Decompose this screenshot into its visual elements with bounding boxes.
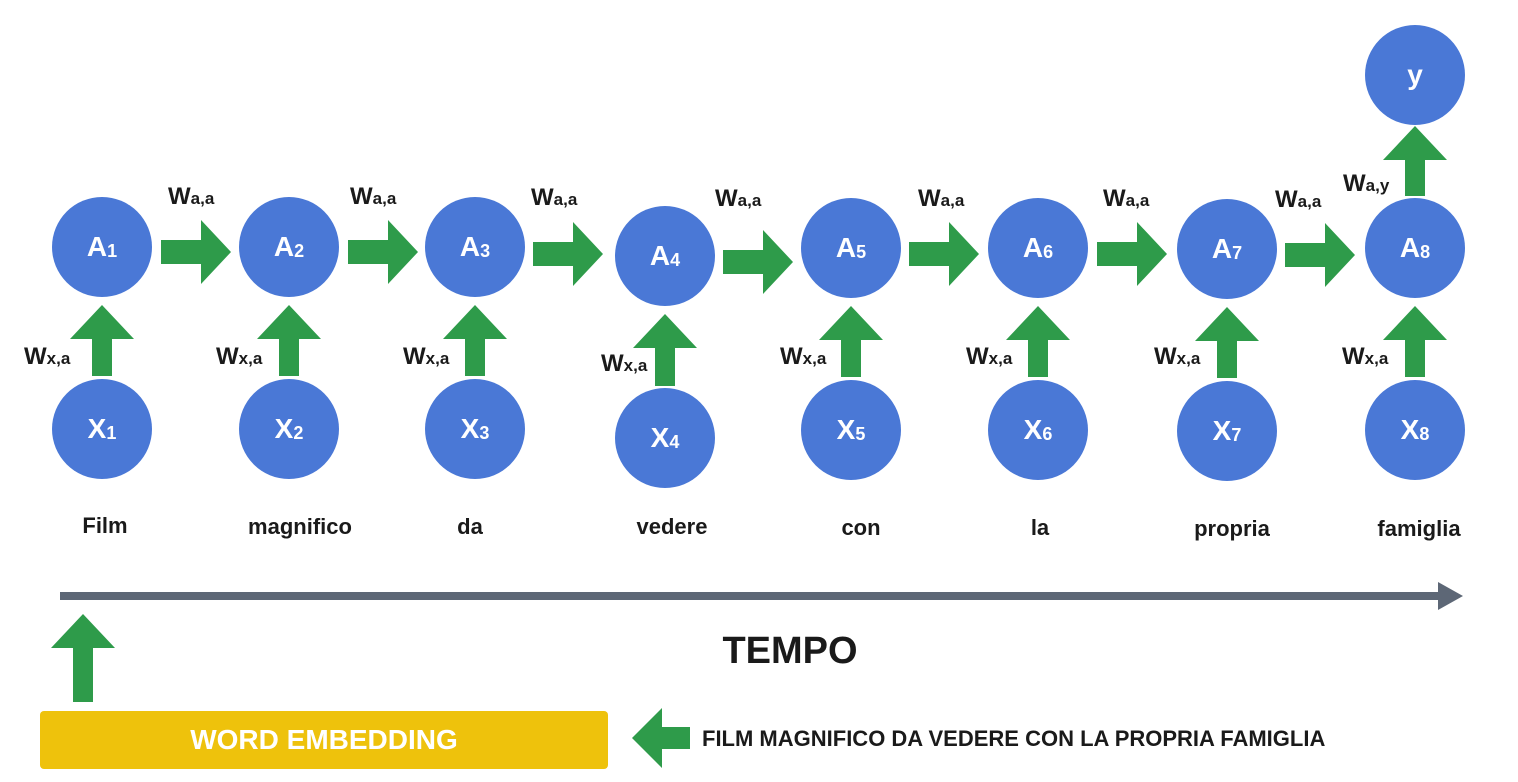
word-label-8: famiglia: [1377, 516, 1461, 541]
input-arrow-2: [257, 305, 321, 376]
weight-label-xa-1: Wx,a: [24, 343, 71, 370]
recurrent-arrow-7: [1285, 223, 1355, 287]
weight-label-aa-4: Wa,a: [715, 185, 762, 212]
recurrent-arrow-5: [909, 222, 979, 286]
weight-label-aa-1: Wa,a: [168, 183, 215, 210]
recurrent-arrow-3: [533, 222, 603, 286]
word-label-7: propria: [1194, 516, 1270, 541]
input-arrow-4: [633, 314, 697, 386]
output-arrow: [1383, 126, 1447, 196]
input-arrow-3: [443, 305, 507, 376]
weight-label-aa-5: Wa,a: [918, 185, 965, 212]
weight-label-xa-4: Wx,a: [601, 350, 648, 377]
recurrent-arrow-6: [1097, 222, 1167, 286]
input-arrow-5: [819, 306, 883, 377]
word-label-6: la: [1030, 515, 1050, 540]
input-sentence: FILM MAGNIFICO DA VEDERE CON LA PROPRIA …: [702, 726, 1326, 751]
input-arrow-7: [1195, 307, 1259, 378]
weight-label-xa-2: Wx,a: [216, 343, 263, 370]
word-label-2: magnifico: [248, 514, 352, 539]
recurrent-arrow-1: [161, 220, 231, 284]
word-label-4: vedere: [636, 514, 708, 539]
weight-label-aa-6: Wa,a: [1103, 185, 1150, 212]
recurrent-arrow-2: [348, 220, 418, 284]
input-arrow-6: [1006, 306, 1070, 377]
word-label-5: con: [841, 515, 881, 540]
weight-label-aa-7: Wa,a: [1275, 186, 1322, 213]
weight-label-xa-6: Wx,a: [966, 343, 1013, 370]
recurrent-arrow-4: [723, 230, 793, 294]
word-embedding-box: WORD EMBEDDING: [40, 711, 608, 769]
output-node-y: y: [1365, 25, 1465, 125]
input-arrow-8: [1383, 306, 1447, 377]
weight-label-xa-8: Wx,a: [1342, 343, 1389, 370]
word-label-1: Film: [82, 513, 128, 538]
input-arrow-1: [70, 305, 134, 376]
weight-label-xa-5: Wx,a: [780, 343, 827, 370]
time-axis-arrowhead: [1438, 582, 1463, 610]
weight-label-aa-3: Wa,a: [531, 184, 578, 211]
time-axis-label: TEMPO: [722, 630, 858, 672]
embedding-arrow: [51, 614, 115, 702]
word-label-3: da: [457, 514, 483, 539]
sentence-arrow: [632, 708, 690, 768]
weight-label-xa-7: Wx,a: [1154, 343, 1201, 370]
weight-label-xa-3: Wx,a: [403, 343, 450, 370]
weight-label-ay: Wa,y: [1343, 170, 1390, 197]
weight-label-aa-2: Wa,a: [350, 183, 397, 210]
